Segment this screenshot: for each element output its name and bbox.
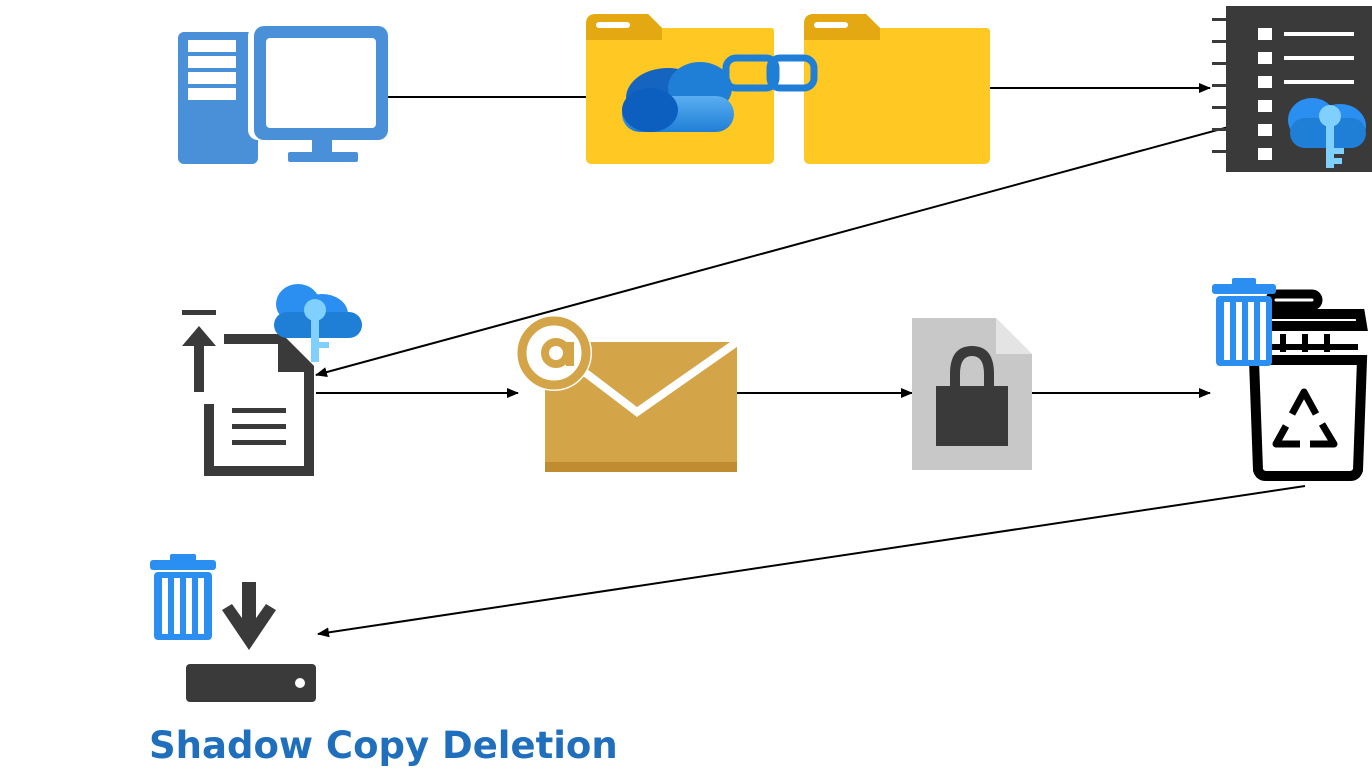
document-with-key-icon: [1212, 6, 1372, 172]
edges: [315, 83, 1372, 638]
arrow-recycle-to-shadow-delete: [317, 485, 1306, 638]
email-icon: [516, 315, 740, 472]
recycle-bin-icon: [1212, 278, 1368, 481]
locked-file-icon: [912, 318, 1032, 470]
computer-icon: [178, 26, 388, 164]
upload-document-key-icon: [182, 284, 362, 476]
onedrive-folder-link-icon: [586, 14, 990, 164]
diagram-caption: Shadow Copy Deletion: [149, 724, 618, 767]
arrow-keystore-to-upload: [315, 87, 1372, 377]
delete-download-drive-icon: [150, 554, 316, 702]
